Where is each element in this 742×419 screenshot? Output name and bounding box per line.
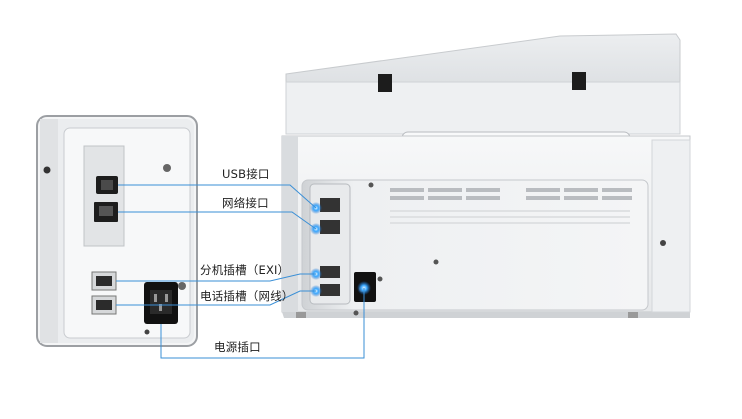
printer-body bbox=[281, 33, 691, 318]
extension-slot-label: 分机插槽（EXI） bbox=[200, 263, 290, 277]
callout-lines bbox=[116, 184, 365, 359]
network-port-label: 网络接口 bbox=[222, 196, 269, 210]
power-socket-label: 电源插口 bbox=[214, 340, 261, 354]
hinge-right bbox=[572, 72, 586, 90]
usb-port-label: USB接口 bbox=[222, 167, 270, 181]
phone-slot-label: 电话插槽（网线） bbox=[200, 289, 294, 303]
hinge-left bbox=[378, 74, 392, 92]
zoom-inset bbox=[36, 115, 198, 347]
